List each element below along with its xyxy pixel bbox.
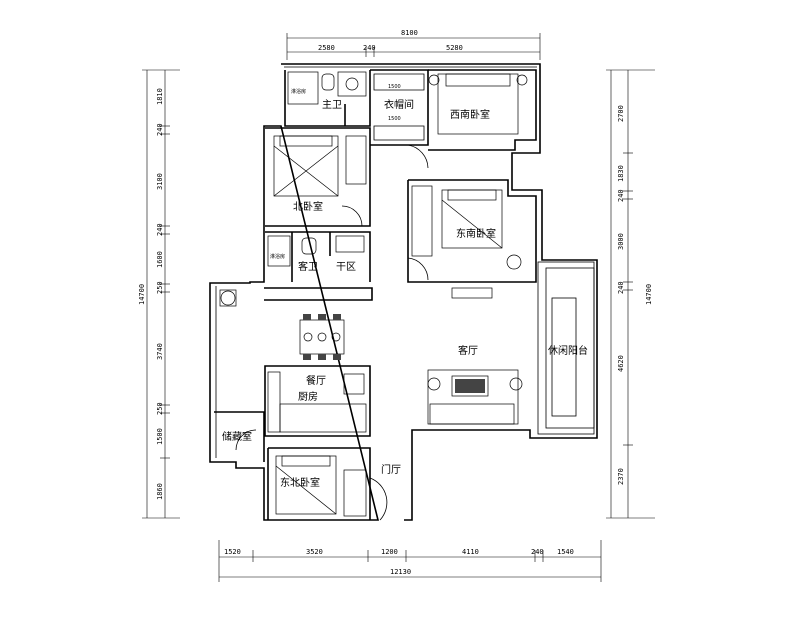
dim-bottom-e: 240 [531,548,544,556]
dim-right-g: 2370 [617,468,625,485]
room-dining: 餐厅 [306,374,326,387]
dim-bottom-b: 3520 [306,548,323,556]
room-kitchen: 厨房 [298,390,318,403]
outer-walls [209,63,598,521]
room-balcony: 休闲阳台 [548,344,588,357]
dim-top-total: 8100 [401,29,418,37]
room-ne-bedroom: 东北卧室 [280,476,320,489]
dim-top-c: 5280 [446,44,463,52]
dim-bottom-a: 1520 [224,548,241,556]
room-sw-bedroom: 西南卧室 [450,108,490,121]
room-labels: 主卫 衣帽间 西南卧室 北卧室 东南卧室 客卫 干区 客厅 休闲阳台 餐厅 厨房… [222,98,588,489]
dim-right-d: 3000 [617,233,625,250]
dim-left-b: 240 [156,123,164,136]
left-dimensions: 1810 240 3100 240 1600 250 3740 250 1500… [138,69,180,519]
dim-left-j: 1860 [156,483,164,500]
dim-left-i: 1500 [156,428,164,445]
dim-top-a: 2580 [318,44,335,52]
dim-bottom-d: 4110 [462,548,479,556]
closet-dim-1: 1500 [388,84,401,90]
fixture-labels: 淋浴房 淋浴房 1500 1500 [270,84,401,260]
top-dimensions: 8100 2580 240 5280 [286,29,541,60]
room-entrance: 门厅 [381,463,401,476]
interior-walls [214,69,537,520]
dim-right-b: 1830 [617,165,625,182]
room-guest-bath: 客卫 [298,260,318,273]
dim-right-total: 14700 [645,284,653,305]
dim-right-a: 2700 [617,105,625,122]
right-dimensions: 2700 1830 240 3000 240 4620 2370 14700 [606,69,655,519]
room-closet: 衣帽间 [384,98,414,111]
room-master-bath: 主卫 [322,99,342,111]
dim-right-c: 240 [617,189,625,202]
dim-top-b: 240 [363,44,376,52]
room-storage: 储藏室 [222,430,252,443]
room-se-bedroom: 东南卧室 [456,227,496,240]
dim-left-d: 240 [156,223,164,236]
room-living: 客厅 [458,344,478,357]
dim-left-total: 14700 [138,284,146,305]
dim-right-f: 4620 [617,355,625,372]
dim-left-h: 250 [156,402,164,415]
shower-label-2: 淋浴房 [270,253,285,260]
dim-left-a: 1810 [156,88,164,105]
closet-dim-2: 1500 [388,116,401,122]
dim-bottom-f: 1540 [557,548,574,556]
room-dry-area: 干区 [336,261,356,273]
bottom-dimensions: 1520 3520 1200 4110 240 1540 12130 [218,540,602,582]
dim-bottom-total: 12130 [390,568,411,576]
dim-bottom-c: 1200 [381,548,398,556]
dim-left-g: 3740 [156,343,164,360]
shower-label-1: 淋浴房 [291,88,306,95]
dim-left-c: 3100 [156,173,164,190]
room-north-bedroom: 北卧室 [293,200,323,213]
furniture [219,71,528,521]
dim-left-e: 1600 [156,251,164,268]
dim-left-f: 250 [156,281,164,294]
dim-right-e: 240 [617,281,625,294]
